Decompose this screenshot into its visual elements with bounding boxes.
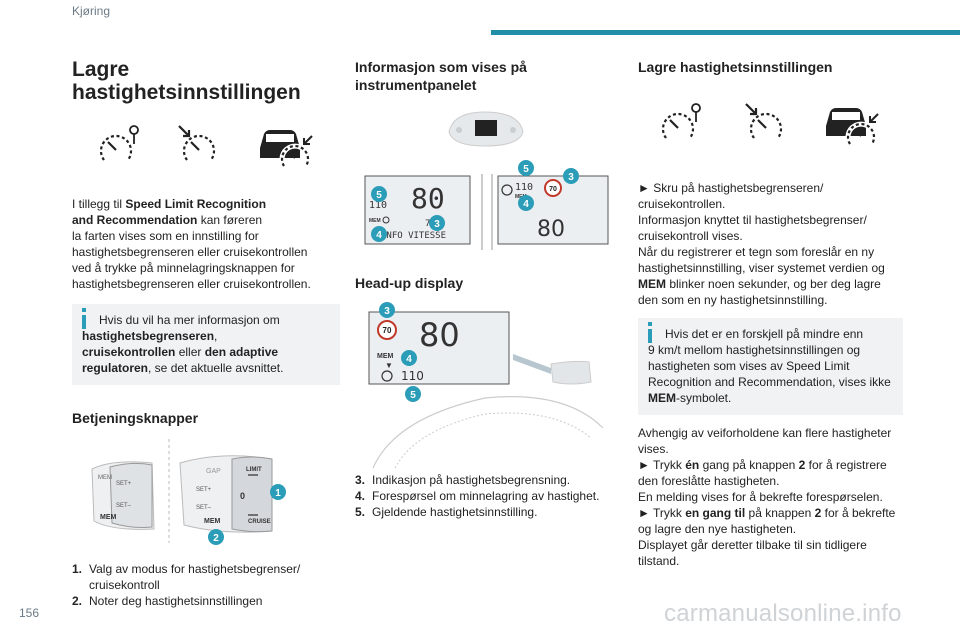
- callout-badge-1: [270, 484, 286, 500]
- svg-text:3: 3: [384, 306, 390, 317]
- stalk-set-plus-right: SET+: [196, 487, 212, 493]
- hud-illustration: 70 80 MEM ▼ 110 3 4 5: [355, 298, 610, 468]
- info-icon-bar: [648, 329, 652, 343]
- column-right: Lagre hastighetsinnstillingen ► Skru på …: [638, 58, 903, 569]
- cluster-right-big-speed: 80: [537, 217, 565, 242]
- cluster-right-small-speed: 110: [515, 182, 533, 193]
- svg-text:5: 5: [410, 390, 416, 401]
- hud-sign: 70: [383, 326, 392, 335]
- speedometer-pin-icon: [99, 125, 139, 161]
- stalk-gap-label: GAP: [206, 468, 221, 475]
- speedometer-cruise-icon: [178, 125, 216, 161]
- speedometer-cruise-icon: [745, 103, 783, 139]
- svg-text:4: 4: [406, 354, 412, 365]
- steering-stalk-illustration: SET+ SET– MEM MEM GAP SET+ SET– MEM LIMI…: [72, 439, 340, 547]
- header-accent-bar: [491, 30, 960, 35]
- page-number: 156: [19, 606, 40, 620]
- column-middle: Informasjon som vises på instrumentpanel…: [355, 58, 610, 520]
- stalk-zero-label: 0: [240, 491, 245, 501]
- cluster-left-info: INFO VITESSE: [381, 231, 446, 241]
- intro-paragraph: I tillegg til Speed Limit Recognition an…: [72, 197, 311, 291]
- cluster-left-small-speed: 110: [369, 200, 387, 211]
- watermark: carmanualsonline.info: [664, 600, 902, 627]
- svg-text:5: 5: [376, 190, 382, 201]
- callout-badge-2: [208, 529, 224, 545]
- mode-icons-row: [72, 118, 340, 194]
- cluster-left-big-speed: 80: [411, 182, 445, 215]
- cluster-left-mem: MEM: [369, 218, 381, 224]
- svg-text:4: 4: [376, 230, 382, 241]
- display-legend-list: 3.Indikasjon på hastighetsbegrensning. 4…: [355, 472, 610, 520]
- svg-text:5: 5: [523, 164, 529, 175]
- list-item: 2. Noter deg hastighetsinnstillingen: [72, 594, 263, 608]
- list-item: 5.Gjeldende hastighetsinnstilling.: [355, 505, 538, 519]
- page-title: Lagre hastighetsinnstillingen: [72, 58, 301, 104]
- info-note-right: Hvis det er en forskjell på mindre enn 9…: [638, 318, 903, 415]
- hud-small-speed: 110: [401, 369, 424, 383]
- controls-heading: Betjeningsknapper: [72, 410, 199, 426]
- cluster-right-sign: 70: [549, 186, 557, 193]
- store-setting-heading: Lagre hastighetsinnstillingen: [638, 59, 833, 75]
- svg-text:2: 2: [213, 533, 219, 544]
- speedometer-small-icon: [501, 184, 513, 196]
- speedometer-small-icon: [381, 370, 393, 382]
- hud-speed-limit-sign: [377, 320, 397, 340]
- stalk-set-minus-right: SET–: [196, 505, 212, 511]
- speedometer-pin-icon: [661, 103, 701, 139]
- info-note: Hvis du vil ha mer informasjon om hastig…: [72, 304, 340, 385]
- adaptive-cruise-icon: [826, 108, 879, 146]
- speed-limit-sign: [544, 179, 562, 197]
- list-item: 3.Indikasjon på hastighetsbegrensning.: [355, 473, 571, 487]
- svg-text:1: 1: [275, 488, 281, 499]
- svg-text:▼: ▼: [385, 361, 393, 370]
- mode-icons-row-right: [638, 98, 903, 162]
- speedometer-small-icon: [382, 216, 390, 224]
- stalk-mem-right: MEM: [204, 518, 221, 525]
- stalk-set-minus-left: SET–: [116, 503, 132, 509]
- procedure-paragraph-2: Avhengig av veiforholdene kan flere hast…: [638, 426, 896, 568]
- instrument-panel-heading: Informasjon som vises på instrumentpanel…: [355, 59, 527, 93]
- svg-text:3: 3: [568, 172, 574, 183]
- instrument-cluster-diagram: [448, 111, 524, 147]
- hud-big-speed: 80: [419, 316, 460, 354]
- svg-text:4: 4: [523, 199, 529, 210]
- list-item: 4.Forespørsel om minnelagring av hastigh…: [355, 489, 600, 503]
- stalk-set-plus-left: SET+: [116, 481, 132, 487]
- svg-text:3: 3: [434, 219, 440, 230]
- info-icon-bar: [82, 315, 86, 329]
- controls-list: 1. Valg av modus for hastighetsbegrenser…: [72, 561, 340, 609]
- page-header-section: Kjøring: [72, 4, 111, 18]
- list-item: 1. Valg av modus for hastighetsbegrenser…: [72, 562, 301, 592]
- hud-heading: Head-up display: [355, 275, 464, 291]
- stalk-limit-label: LIMIT: [246, 467, 262, 473]
- hud-mem: MEM: [377, 353, 394, 360]
- cluster-displays: 80 110 MEM 70 INFO VITESSE 110 MEM 70 80…: [355, 160, 610, 252]
- column-left: Lagre hastighetsinnstillingen I tillegg …: [72, 58, 340, 609]
- info-icon: [648, 322, 652, 326]
- procedure-paragraph-1: ► Skru på hastighetsbegrenseren/ cruisek…: [638, 181, 885, 307]
- info-icon: [82, 308, 86, 312]
- stalk-mem-left-lower: MEM: [100, 514, 117, 521]
- stalk-mem-left-upper: MEM: [98, 475, 112, 481]
- adaptive-cruise-icon: [260, 130, 313, 168]
- stalk-cruise-label: CRUISE: [248, 519, 271, 525]
